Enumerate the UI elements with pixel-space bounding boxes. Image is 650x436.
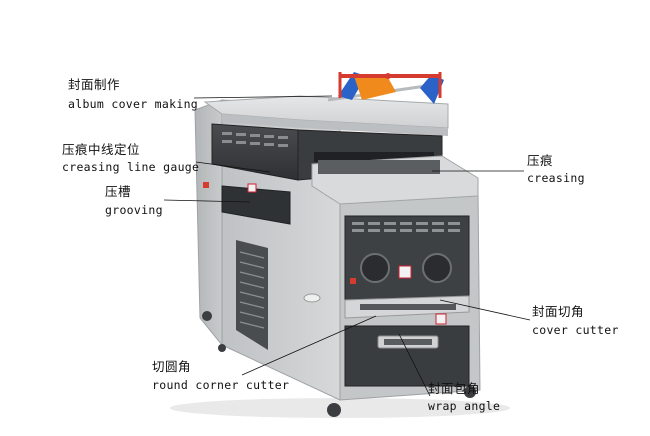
leader-cover-cutter <box>439 299 531 321</box>
label-grooving-en: grooving <box>105 203 163 217</box>
wheel-front-right <box>464 386 476 398</box>
leader-grooving <box>163 199 251 203</box>
label-creasing-zh: 压痕 <box>527 153 554 168</box>
side-vent-slats <box>239 251 265 329</box>
leader-round-corner <box>241 315 377 376</box>
top-handle-assembly <box>327 72 444 104</box>
left-fan <box>360 253 390 283</box>
drawer-handle-slot <box>384 339 432 345</box>
red-button <box>203 182 209 188</box>
label-grooving-zh: 压槽 <box>105 184 132 199</box>
label-creasing-en: creasing <box>527 171 585 185</box>
bottom-drawer <box>344 325 470 387</box>
label-album-cover-en: album cover making <box>68 97 199 111</box>
wheel-back <box>218 344 226 352</box>
leader-album-cover <box>193 95 333 99</box>
leader-wrap-angle <box>398 333 431 397</box>
cutter-warning-sticker <box>435 313 447 325</box>
panel-warning-sticker <box>398 265 412 279</box>
creasing-head-slot <box>314 152 434 162</box>
label-creasing-gauge-en: creasing line gauge <box>62 160 200 174</box>
label-wrap-angle-en: wrap angle <box>428 399 501 413</box>
wheel-front-left <box>202 311 212 321</box>
wheel-front-center <box>327 403 341 417</box>
cutter-slot <box>360 304 456 310</box>
leader-creasing-gauge <box>195 161 271 173</box>
creasing-guide <box>318 160 440 174</box>
top-front-strip <box>222 114 448 136</box>
label-cover-cutter-zh: 封面切角 <box>532 304 585 319</box>
right-fan <box>422 253 452 283</box>
panel-red-button <box>350 278 356 284</box>
label-creasing-gauge-zh: 压痕中线定位 <box>62 142 141 157</box>
label-wrap-angle-zh: 封面包角 <box>428 381 481 396</box>
grooving-warning-sticker <box>247 183 257 193</box>
front-panel-vents <box>352 222 460 232</box>
label-album-cover-zh: 封面制作 <box>68 77 121 92</box>
side-handle <box>303 293 321 303</box>
leader-lines <box>163 95 531 397</box>
label-round-corner-en: round corner cutter <box>152 378 290 392</box>
grooving-unit <box>221 185 291 225</box>
front-dark-panel <box>344 215 470 301</box>
head-vents <box>222 132 288 147</box>
label-round-corner-zh: 切圆角 <box>152 359 192 374</box>
label-cover-cutter-en: cover cutter <box>532 323 619 337</box>
